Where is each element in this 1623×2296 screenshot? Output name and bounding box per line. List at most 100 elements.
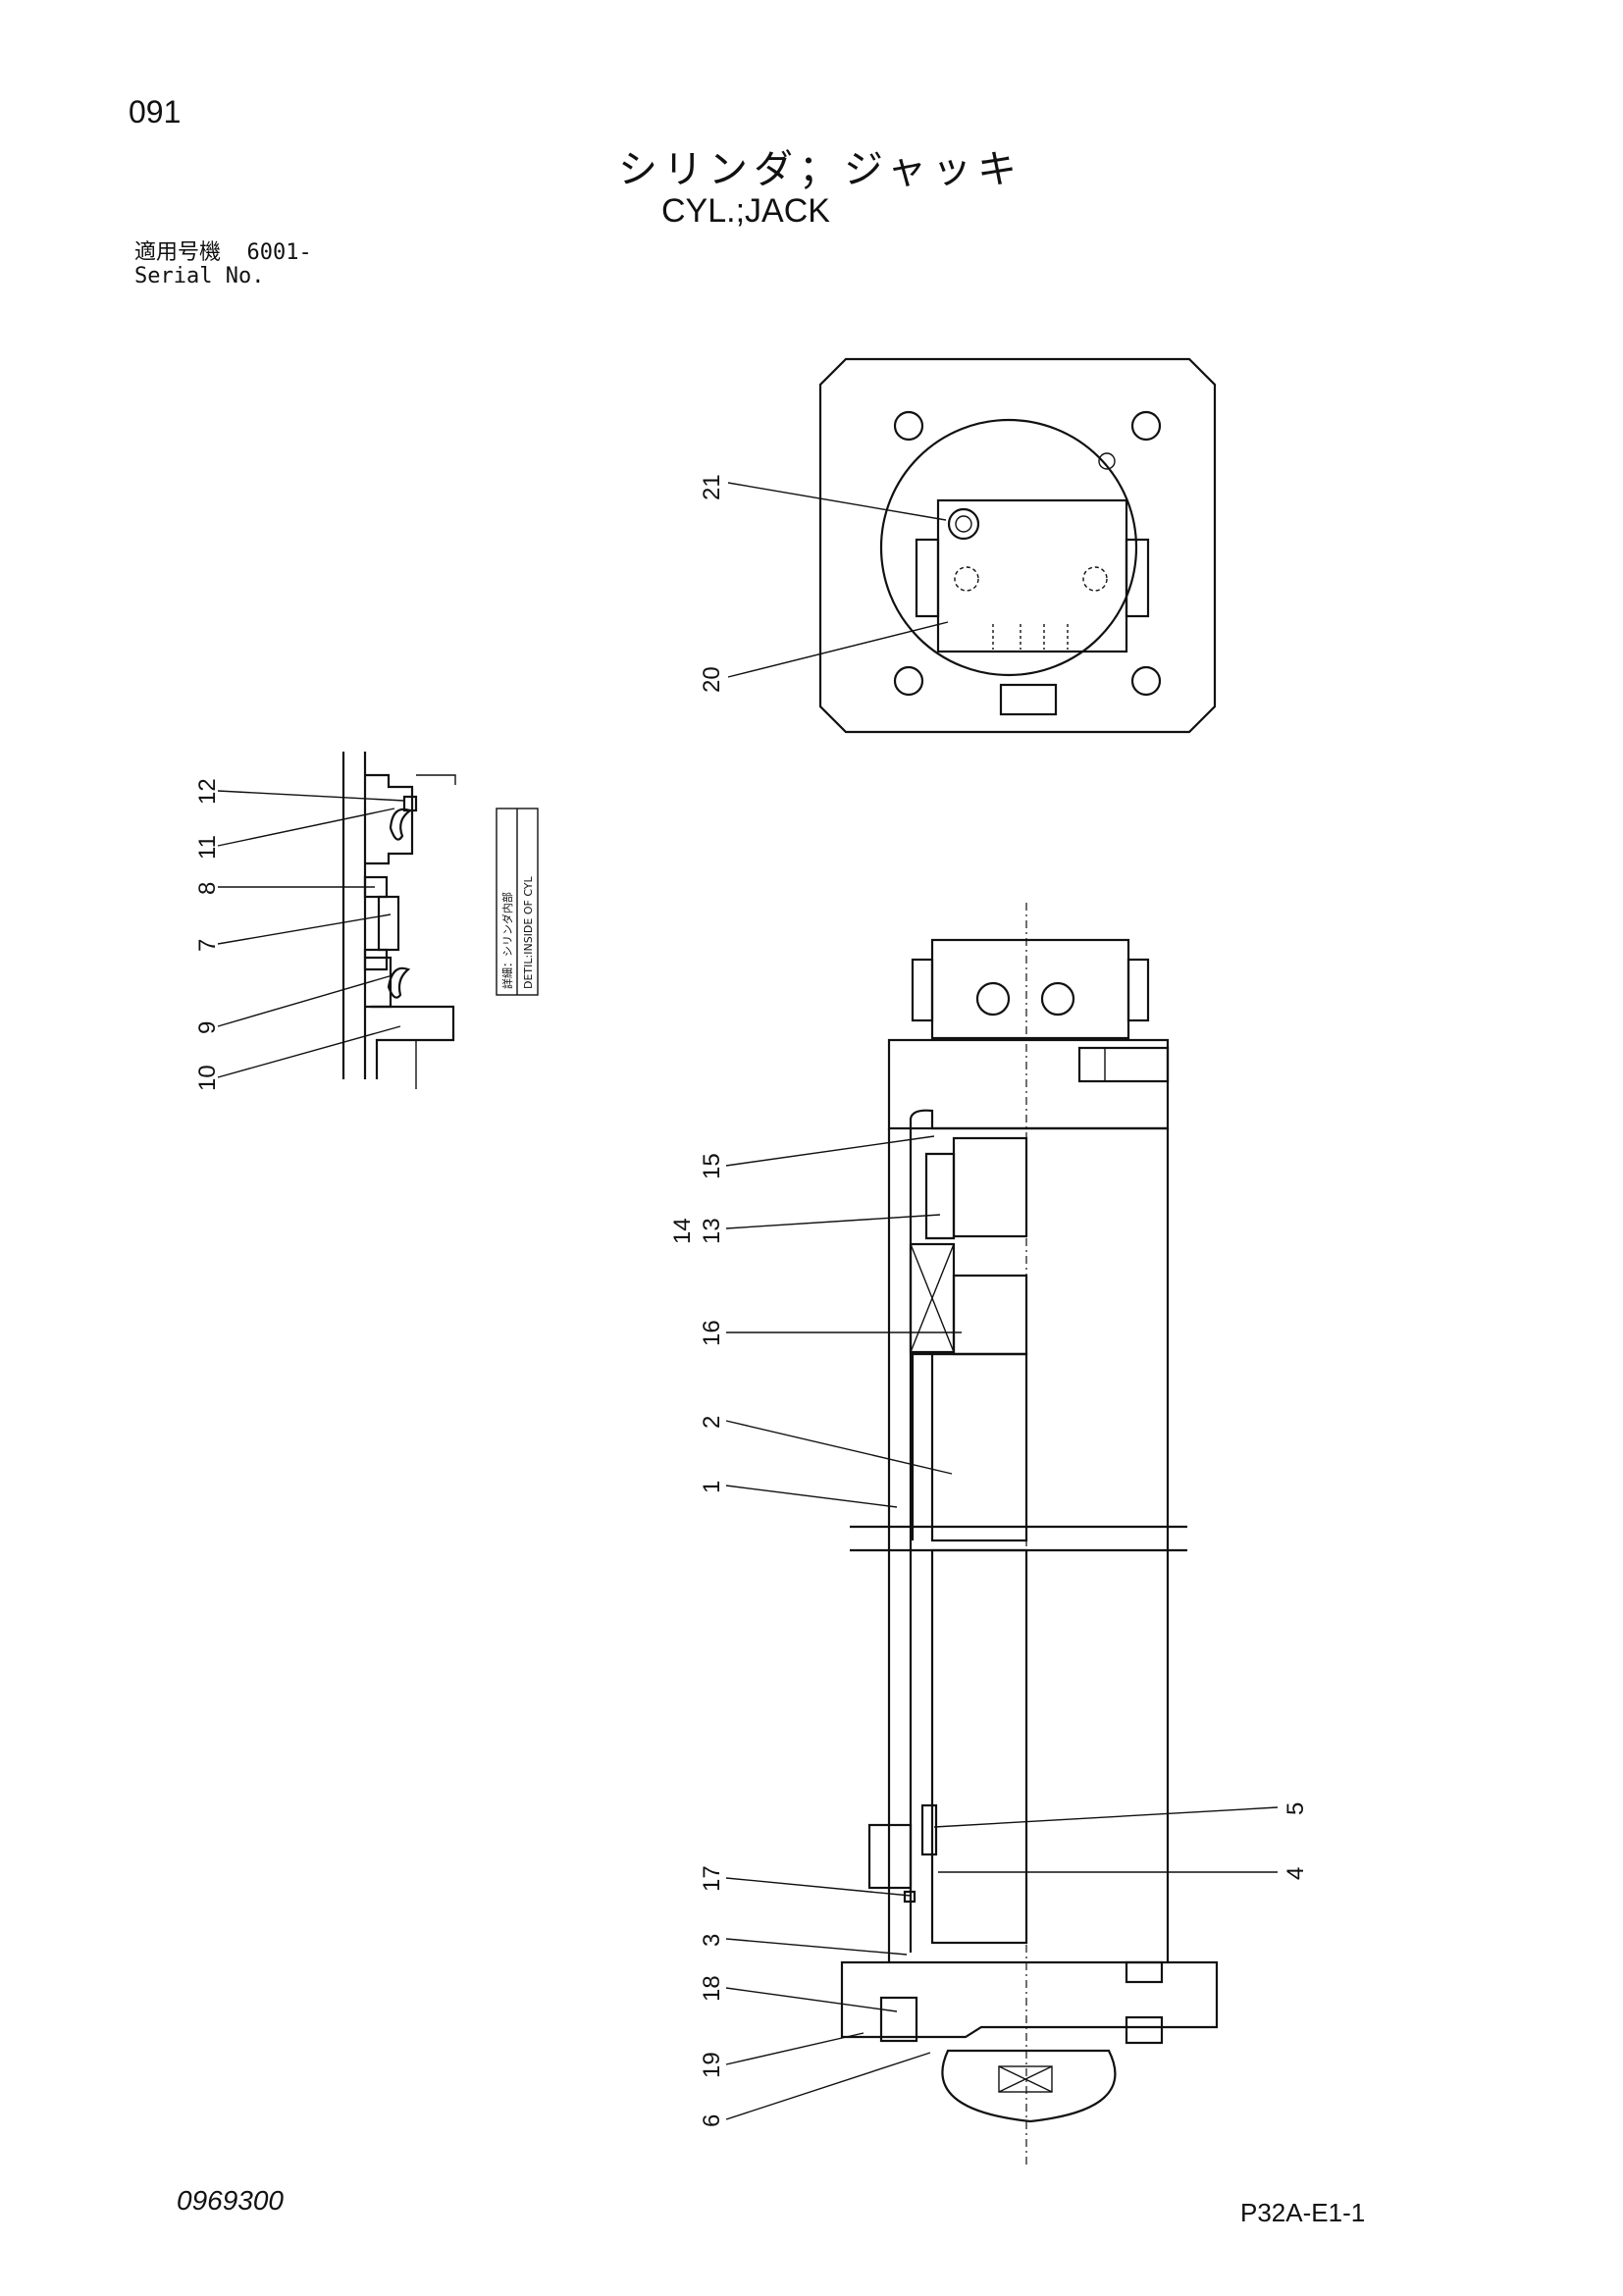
callout-16: 16 [699, 1320, 725, 1346]
leader-2 [725, 1420, 953, 1475]
callout-9: 9 [194, 1021, 221, 1034]
callout-1: 1 [699, 1481, 725, 1493]
detail-label-jp: 詳細：シリンダ内部 [500, 892, 514, 989]
detail-label-en: DETIL:INSIDE OF CYL [522, 875, 535, 989]
top-valve-port-2 [1040, 981, 1075, 1017]
foot-pad [941, 2049, 1117, 2123]
bottom-bolt-right [1125, 1960, 1164, 1984]
leader-17 [725, 1877, 912, 1897]
leader-11 [217, 808, 395, 847]
bolt-hole-tl [893, 410, 924, 442]
top-valve-port-1 [975, 981, 1011, 1017]
callout-14: 14 [669, 1218, 696, 1244]
leader-9 [217, 974, 393, 1027]
callout-17: 17 [699, 1865, 725, 1892]
flange-outline [818, 357, 1217, 734]
piston-seal-13 [924, 1152, 956, 1240]
leader-1 [725, 1485, 898, 1508]
detail-view: 詳細：シリンダ内部 DETIL:INSIDE OF CYL [217, 752, 539, 1089]
foot-pad-cross [998, 2065, 1053, 2093]
leader-5 [933, 1806, 1279, 1828]
detail-lower-body [371, 1005, 455, 1079]
callout-6: 6 [699, 2114, 725, 2127]
main-view [725, 903, 1279, 2168]
leader-20 [727, 621, 949, 678]
rod-shaft-lower [930, 1548, 1028, 1945]
top-view [727, 357, 1217, 734]
bottom-bolt-right-lower [1125, 2015, 1164, 2045]
valve-ports-dashed [992, 624, 1069, 650]
bolt-hole-bl [893, 665, 924, 697]
callout-3: 3 [699, 1934, 725, 1947]
callout-12: 12 [194, 778, 221, 805]
callout-5: 5 [1283, 1802, 1309, 1815]
callout-18: 18 [699, 1975, 725, 2002]
rod-guide-5 [920, 1803, 938, 1856]
leader-10 [217, 1025, 401, 1078]
foot-pad-socket [998, 2065, 1053, 2093]
cylinder-head [887, 1038, 1170, 1130]
callout-labels: 21 20 12 11 8 7 9 10 15 14 13 16 2 1 5 4… [194, 474, 1309, 2127]
rod-shaft [930, 1352, 1028, 1542]
serial-label-en: Serial No. [134, 264, 265, 288]
piston-body [952, 1136, 1028, 1238]
detail-ring-7 [377, 895, 400, 952]
valve-block [936, 498, 1128, 653]
lower-port-fitting [867, 1823, 913, 1890]
callout-20: 20 [699, 666, 725, 693]
serial-row-jp: 適用号機 6001- [134, 241, 312, 265]
bottom-bolt-left [879, 1996, 918, 2043]
rod-body-upper [952, 1274, 1028, 1356]
detail-seal-lower [387, 966, 411, 999]
callout-13: 13 [699, 1218, 725, 1244]
document-number: 0969300 [177, 2185, 285, 2216]
bottom-flange [840, 1960, 1219, 2039]
bolt-hole-tr [1130, 410, 1162, 442]
flange-bore [879, 418, 1138, 677]
top-valve-nut-left [911, 958, 934, 1022]
callout-8: 8 [194, 882, 221, 895]
leader-13 [725, 1214, 941, 1229]
bottom-port [999, 683, 1058, 716]
title-japanese: シリンダ；ジャッキ [618, 147, 1022, 192]
valve-side-left [915, 538, 940, 618]
callout-19: 19 [699, 2052, 725, 2078]
bolt-hole-br [1130, 665, 1162, 697]
plug-outer [947, 507, 980, 541]
callout-21: 21 [699, 474, 725, 500]
detail-seal-upper [389, 808, 413, 841]
detail-ring-8b [363, 948, 389, 971]
plug-inner [955, 515, 972, 533]
callout-15: 15 [699, 1153, 725, 1179]
callout-4: 4 [1283, 1867, 1309, 1880]
title-english: CYL.;JACK [661, 192, 830, 230]
serial-block: 適用号機 6001- Serial No. [134, 241, 312, 288]
callout-7: 7 [194, 939, 221, 952]
wear-ring-cross [910, 1243, 955, 1353]
leader-21 [727, 482, 947, 521]
detail-upper-groove [365, 773, 414, 865]
serial-label-jp: 適用号機 [134, 240, 222, 265]
leader-19 [725, 2032, 864, 2065]
valve-side-right [1125, 538, 1150, 618]
leader-6 [725, 2052, 931, 2120]
detail-seal-small [402, 795, 418, 812]
leader-12 [217, 790, 405, 802]
page-number: 091 [129, 94, 182, 130]
head-port [1077, 1046, 1170, 1083]
piston-top [909, 1109, 1168, 1130]
port-left [954, 566, 979, 592]
top-valve-nut-right [1126, 958, 1150, 1022]
leader-15 [725, 1135, 935, 1167]
detail-side-line [416, 774, 456, 785]
serial-value: 6001- [246, 240, 312, 265]
port-right [1082, 566, 1108, 592]
callout-2: 2 [699, 1416, 725, 1429]
top-valve-block [930, 938, 1130, 1040]
callout-11: 11 [194, 835, 221, 860]
leader-3 [725, 1938, 908, 1956]
seal-17 [903, 1890, 916, 1904]
pin-hole [1098, 452, 1116, 470]
callout-10: 10 [194, 1065, 221, 1091]
